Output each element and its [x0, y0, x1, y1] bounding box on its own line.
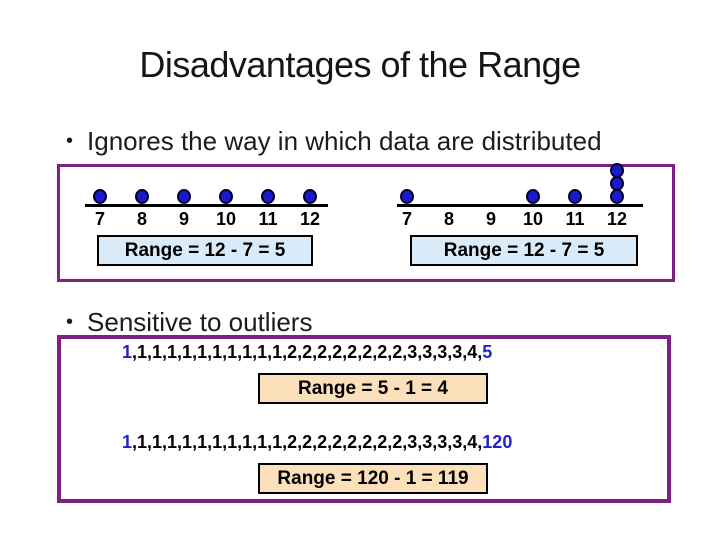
range-label-uniform: Range = 12 - 7 = 5 [97, 235, 313, 266]
bullet-ignores-distribution-text: Ignores the way in which data are distri… [87, 126, 602, 156]
tick-label: 12 [606, 209, 628, 229]
slide-title: Disadvantages of the Range [139, 44, 581, 85]
number-line [85, 204, 328, 207]
data-middle-values: ,1,1,1,1,1,1,1,1,1,1,2,2,2,2,2,2,2,2,3,3… [132, 432, 483, 452]
tick-label: 7 [94, 209, 105, 229]
data-dot [610, 176, 624, 191]
bullet-sensitive-outliers-text: Sensitive to outliers [87, 307, 313, 337]
data-dot [177, 189, 191, 204]
data-middle-values: ,1,1,1,1,1,1,1,1,1,1,2,2,2,2,2,2,2,2,3,3… [132, 342, 483, 362]
data-min-value: 1 [122, 342, 133, 362]
bullet-icon: • [66, 130, 74, 152]
range-label-no-outlier: Range = 5 - 1 = 4 [258, 373, 488, 404]
dotplots-panel: 7 8 9 10 11 12 7 8 9 10 11 12 Range = 12 - 7 = 5 R… [57, 163, 675, 282]
data-max-value: 120 [482, 432, 513, 452]
tick-label: 11 [258, 209, 278, 229]
data-dot [610, 189, 624, 204]
tick-label: 10 [522, 209, 544, 229]
data-min-value: 1 [122, 432, 133, 452]
range-label-with-outlier: Range = 120 - 1 = 119 [258, 463, 488, 494]
outliers-panel: 1,1,1,1,1,1,1,1,1,1,1,2,2,2,2,2,2,2,2,3,… [57, 335, 671, 503]
data-dot [135, 189, 149, 204]
dotplot-uniform: 7 8 9 10 11 12 [85, 167, 328, 237]
tick-label: 10 [215, 209, 237, 229]
data-dot [526, 189, 540, 204]
tick-label: 11 [565, 209, 585, 229]
tick-label: 9 [485, 209, 496, 229]
data-dot [303, 189, 317, 204]
tick-label: 12 [299, 209, 321, 229]
data-list-with-outlier: 1,1,1,1,1,1,1,1,1,1,1,2,2,2,2,2,2,2,2,3,… [122, 432, 512, 453]
data-dot [568, 189, 582, 204]
bullet-icon: • [66, 311, 74, 333]
dotplot-skewed: 7 8 9 10 11 12 [397, 163, 643, 237]
data-dot [261, 189, 275, 204]
tick-label: 8 [136, 209, 147, 229]
bullet-sensitive-outliers: • Sensitive to outliers [66, 306, 312, 338]
data-list-no-outlier: 1,1,1,1,1,1,1,1,1,1,1,2,2,2,2,2,2,2,2,3,… [122, 342, 492, 363]
data-max-value: 5 [482, 342, 493, 362]
range-label-skewed: Range = 12 - 7 = 5 [410, 235, 638, 266]
data-dot [400, 189, 414, 204]
data-dot [219, 189, 233, 204]
data-dot [610, 163, 624, 178]
number-line [397, 204, 643, 207]
tick-label: 7 [401, 209, 412, 229]
bullet-ignores-distribution: • Ignores the way in which data are dist… [66, 125, 602, 157]
data-dot [93, 189, 107, 204]
tick-label: 8 [443, 209, 454, 229]
tick-label: 9 [178, 209, 189, 229]
